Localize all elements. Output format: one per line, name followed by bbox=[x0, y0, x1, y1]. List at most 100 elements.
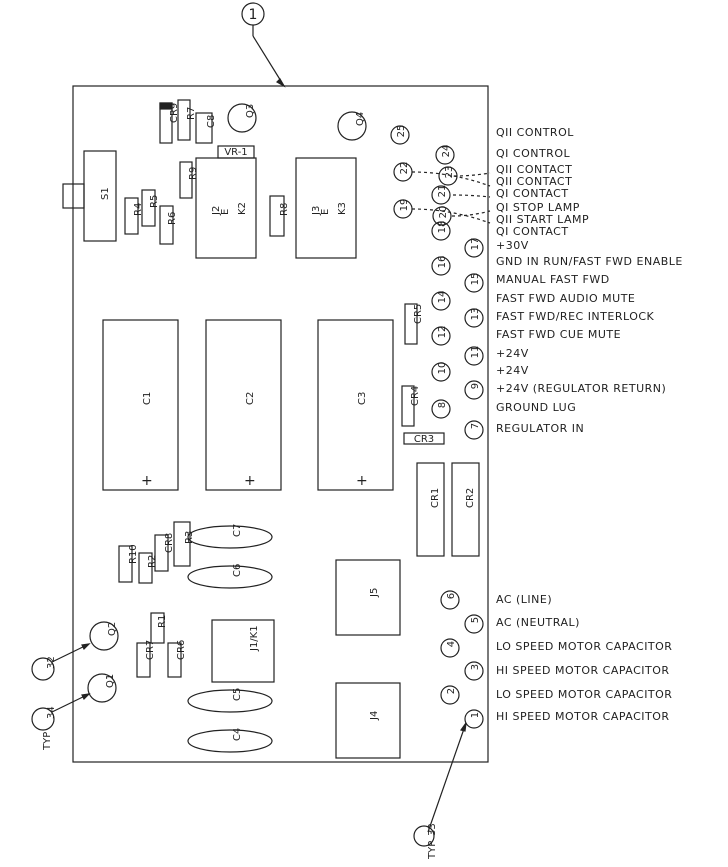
c1-capacitor bbox=[102, 319, 179, 491]
terminal-10-number: 10 bbox=[437, 362, 448, 375]
terminal-13-label: FAST FWD/REC INTERLOCK bbox=[496, 310, 655, 323]
terminal-15-number: 15 bbox=[470, 273, 481, 286]
cr1-label: CR1 bbox=[430, 488, 441, 508]
callout-32-arrow bbox=[81, 643, 91, 651]
cr5-label: CR5 bbox=[413, 304, 424, 324]
terminal-1-label: HI SPEED MOTOR CAPACITOR bbox=[496, 710, 670, 723]
s1-actuator bbox=[62, 183, 85, 209]
r5-resistor bbox=[141, 189, 156, 227]
terminal-23 bbox=[438, 166, 458, 186]
j2-label: J2 bbox=[211, 206, 222, 216]
terminal-16 bbox=[431, 256, 451, 276]
terminal-5-number: 5 bbox=[470, 617, 481, 623]
callout-33-leader bbox=[427, 722, 467, 833]
q3-label: Q3 bbox=[245, 104, 256, 118]
k2-relay bbox=[195, 157, 257, 259]
c8-label: C8 bbox=[206, 115, 217, 128]
terminal-14 bbox=[431, 291, 451, 311]
terminal-12-number: 12 bbox=[437, 326, 448, 339]
cr8-diode bbox=[154, 534, 169, 572]
c1-plus: + bbox=[141, 473, 153, 489]
terminal-3 bbox=[464, 661, 484, 681]
callout-32 bbox=[31, 657, 55, 681]
terminal-12 bbox=[431, 326, 451, 346]
q2-label: Q2 bbox=[107, 622, 118, 636]
terminal-20-label: QI STOP LAMP bbox=[496, 201, 580, 214]
terminal-23-number: 23 bbox=[444, 166, 455, 179]
terminal-leader-0 bbox=[411, 171, 491, 187]
terminal-9-number: 9 bbox=[470, 383, 481, 389]
terminal-7 bbox=[464, 420, 484, 440]
terminal-13-number: 13 bbox=[470, 308, 481, 321]
r5-label: R5 bbox=[149, 195, 160, 208]
cr8-label: CR8 bbox=[164, 533, 175, 553]
terminal-2-label: LO SPEED MOTOR CAPACITOR bbox=[496, 688, 672, 701]
c3-plus: + bbox=[356, 473, 368, 489]
terminal-3-label: HI SPEED MOTOR CAPACITOR bbox=[496, 664, 670, 677]
k1-relay bbox=[211, 619, 275, 683]
q2-transistor bbox=[89, 621, 119, 651]
terminal-22-number: 22 bbox=[399, 162, 410, 175]
terminal-14-label: FAST FWD AUDIO MUTE bbox=[496, 292, 635, 305]
terminal-9-label: +24V (REGULATOR RETURN) bbox=[496, 382, 666, 395]
terminal-16-label: GND IN RUN/FAST FWD ENABLE bbox=[496, 255, 683, 268]
terminal-10-label: +24V bbox=[496, 364, 529, 377]
c1-label: C1 bbox=[142, 392, 153, 405]
c3-label: C3 bbox=[357, 392, 368, 405]
e3-label: E bbox=[320, 209, 331, 215]
r7-label: R7 bbox=[186, 107, 197, 120]
q3-transistor bbox=[227, 103, 257, 133]
terminal-17-number: 17 bbox=[470, 238, 481, 251]
terminal-leader-1 bbox=[411, 208, 491, 224]
r9-resistor bbox=[179, 161, 193, 199]
r7-resistor bbox=[177, 99, 191, 141]
r2-resistor bbox=[138, 552, 153, 584]
terminal-4 bbox=[440, 638, 460, 658]
c4-label: C4 bbox=[232, 728, 243, 741]
terminal-13 bbox=[464, 308, 484, 328]
callout-33-text: 33 bbox=[427, 823, 438, 836]
callout-34 bbox=[31, 707, 55, 731]
c6-capacitor bbox=[187, 565, 273, 589]
terminal-5-label: AC (NEUTRAL) bbox=[496, 616, 580, 629]
c4-capacitor bbox=[187, 729, 273, 753]
terminal-21 bbox=[431, 185, 451, 205]
terminal-19-number: 19 bbox=[399, 199, 410, 212]
terminal-15-label: MANUAL FAST FWD bbox=[496, 273, 610, 286]
terminal-24-number: 24 bbox=[441, 145, 452, 158]
k2-label: K2 bbox=[237, 202, 248, 215]
terminal-3-number: 3 bbox=[470, 664, 481, 670]
board-outline bbox=[72, 85, 489, 763]
terminal-21-number: 21 bbox=[437, 185, 448, 198]
r10-resistor bbox=[118, 545, 133, 583]
cr3-diode bbox=[403, 432, 445, 445]
callout-33-arrow bbox=[459, 722, 467, 732]
cr6-diode bbox=[167, 642, 182, 678]
j1k1-label: J1/K1 bbox=[249, 625, 260, 652]
callout-34-text: 34 bbox=[46, 706, 57, 719]
terminal-6-label: AC (LINE) bbox=[496, 593, 552, 606]
j3-label: J3 bbox=[311, 206, 322, 216]
c3-capacitor bbox=[317, 319, 394, 491]
terminal-10 bbox=[431, 362, 451, 382]
terminal-9 bbox=[464, 380, 484, 400]
r8-label: R8 bbox=[279, 203, 290, 216]
r4-label: R4 bbox=[133, 203, 144, 216]
r9-label: R9 bbox=[188, 167, 199, 180]
cr5-diode bbox=[404, 303, 418, 345]
q4-label: Q4 bbox=[355, 112, 366, 126]
callout-33 bbox=[413, 825, 435, 847]
terminal-4-label: LO SPEED MOTOR CAPACITOR bbox=[496, 640, 672, 653]
r1-label: R1 bbox=[157, 615, 168, 628]
terminal-8-label: GROUND LUG bbox=[496, 401, 576, 414]
cr9-label: CR9 bbox=[169, 103, 180, 123]
terminal-18-label: QI CONTACT bbox=[496, 225, 569, 238]
c2-plus: + bbox=[244, 473, 256, 489]
terminal-1 bbox=[464, 709, 484, 729]
cr1-rectifier bbox=[416, 462, 445, 557]
terminal-20 bbox=[432, 206, 452, 226]
terminal-leader-3 bbox=[452, 194, 491, 198]
terminal-16-number: 16 bbox=[437, 256, 448, 269]
